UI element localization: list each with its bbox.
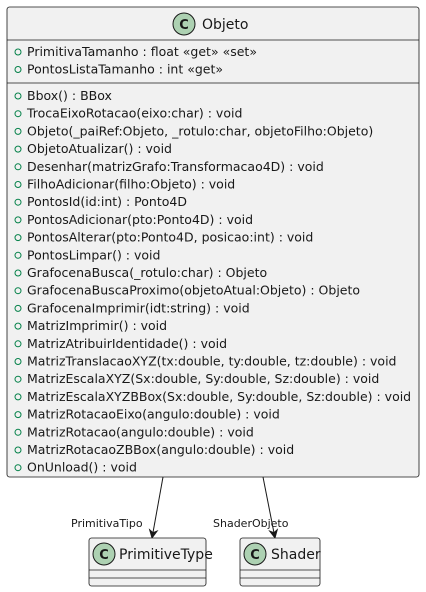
- class-primitivetype[interactable]: C PrimitiveType: [88, 537, 213, 587]
- class-primitivetype-title: PrimitiveType: [119, 547, 213, 563]
- class-member: PontosAdicionar(pto:Ponto4D) : void: [27, 212, 253, 227]
- public-visibility-icon: [14, 251, 22, 259]
- class-stereotype-icon: [243, 542, 267, 566]
- class-member: MatrizRotacaoEixo(angulo:double) : void: [27, 407, 280, 422]
- class-member: GrafocenaBusca(_rotulo:char) : Objeto: [27, 265, 267, 280]
- class-member: PontosAlterar(pto:Ponto4D, posicao:int) …: [27, 230, 313, 245]
- class-attributes: PrimitivaTamanho : float «get» «set» Pont…: [14, 44, 257, 77]
- class-stereotype-letter: C: [250, 548, 260, 563]
- class-shader-title: Shader: [271, 547, 321, 563]
- class-member: GrafocenaBuscaProximo(objetoAtual:Objeto…: [27, 283, 360, 298]
- class-member: MatrizAtribuirIdentidade() : void: [27, 336, 227, 351]
- class-member: MatrizRotacaoZBBox(angulo:double) : void: [27, 442, 294, 457]
- class-stereotype-letter: C: [99, 548, 109, 563]
- edge-primitivatipo: PrimitivaTipo: [71, 476, 164, 539]
- public-visibility-icon: [14, 446, 22, 454]
- class-member: Bbox() : BBox: [27, 88, 112, 103]
- class-member: PrimitivaTamanho : float «get» «set»: [27, 44, 257, 59]
- class-shader[interactable]: C Shader: [239, 537, 321, 587]
- edge-label: PrimitivaTipo: [71, 517, 143, 530]
- class-member: Desenhar(matrizGrafo:Transformacao4D) : …: [27, 159, 324, 174]
- edge-label: ShaderObjeto: [213, 517, 289, 530]
- public-visibility-icon: [14, 358, 22, 365]
- public-visibility-icon: [14, 145, 22, 153]
- public-visibility-icon: [14, 198, 22, 206]
- edge-shaderobjeto: ShaderObjeto: [213, 476, 289, 539]
- class-objeto[interactable]: C Objeto PrimitivaTamanho : float «get» …: [6, 6, 420, 478]
- class-member: OnUnload() : void: [27, 460, 137, 475]
- public-visibility-icon: [14, 234, 22, 242]
- class-member: MatrizRotacao(angulo:double) : void: [27, 424, 254, 439]
- class-member: MatrizImprimir() : void: [27, 318, 167, 333]
- class-member: Objeto(_paiRef:Objeto, _rotulo:char, obj…: [27, 123, 373, 138]
- public-visibility-icon: [14, 340, 22, 348]
- class-member: GrafocenaImprimir(idt:string) : void: [27, 300, 250, 315]
- class-primitivetype-box: [88, 537, 207, 587]
- class-member: FilhoAdicionar(filho:Objeto) : void: [27, 177, 235, 192]
- class-member: PontosId(id:int) : Ponto4D: [27, 194, 187, 209]
- public-visibility-icon: [14, 92, 22, 100]
- public-visibility-icon: [14, 66, 22, 73]
- class-member: TrocaEixoRotacao(eixo:char) : void: [26, 106, 242, 121]
- public-visibility-icon: [14, 393, 22, 401]
- class-member: MatrizTranslacaoXYZ(tx:double, ty:double…: [27, 354, 396, 369]
- class-stereotype-letter: C: [179, 18, 189, 33]
- class-objeto-box: [6, 6, 420, 478]
- class-objeto-title: Objeto: [202, 17, 248, 33]
- class-member: ObjetoAtualizar() : void: [27, 141, 172, 156]
- association-edge: [262, 476, 279, 539]
- class-methods: Bbox() : BBoxTrocaEixoRotacao(eixo:char)…: [14, 88, 411, 475]
- public-visibility-icon: [14, 216, 22, 224]
- public-visibility-icon: [14, 304, 22, 312]
- class-stereotype-icon: [172, 12, 196, 36]
- public-visibility-icon: [14, 287, 22, 295]
- public-visibility-icon: [14, 181, 22, 188]
- public-visibility-icon: [14, 127, 22, 135]
- public-visibility-icon: [14, 163, 22, 171]
- public-visibility-icon: [14, 269, 22, 277]
- public-visibility-icon: [14, 48, 22, 56]
- class-member: PontosListaTamanho : int «get»: [27, 62, 223, 77]
- class-member: PontosLimpar() : void: [27, 247, 160, 262]
- class-member: MatrizEscalaXYZ(Sx:double, Sy:double, Sz…: [27, 371, 379, 386]
- public-visibility-icon: [14, 375, 22, 383]
- class-member: MatrizEscalaXYZBBox(Sx:double, Sy:double…: [27, 389, 411, 404]
- association-edge: [148, 476, 164, 539]
- public-visibility-icon: [14, 464, 22, 472]
- class-stereotype-icon: [92, 542, 116, 566]
- public-visibility-icon: [14, 428, 22, 436]
- public-visibility-icon: [14, 322, 22, 330]
- public-visibility-icon: [14, 110, 22, 118]
- public-visibility-icon: [14, 411, 22, 419]
